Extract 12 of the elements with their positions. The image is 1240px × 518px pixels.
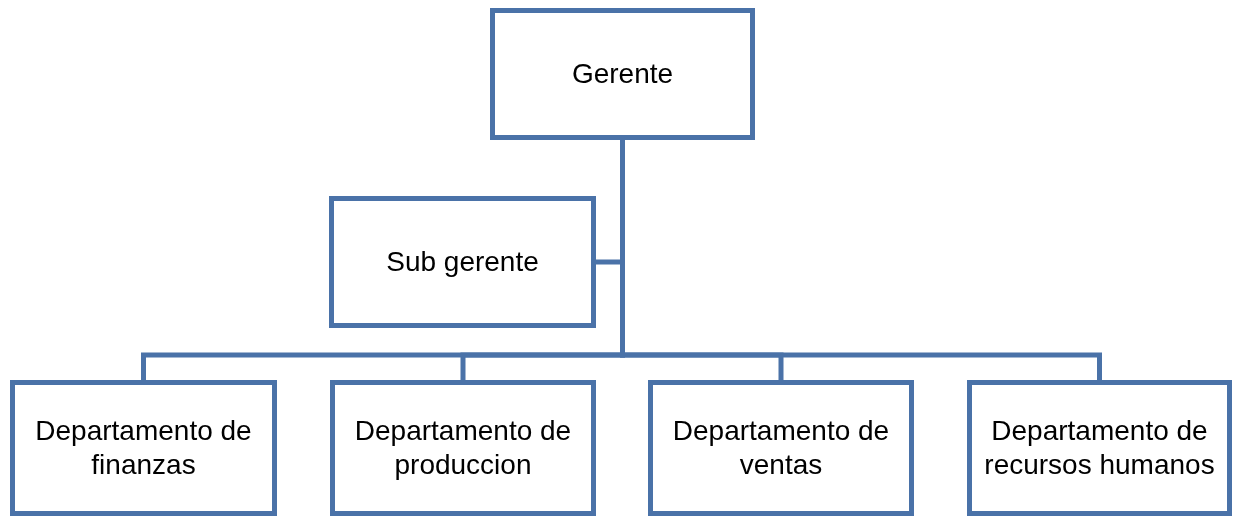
role-title: Departamento de finanzas: [34, 414, 253, 482]
role-title: Departamento de recursos humanos: [983, 414, 1216, 482]
org-box: [10, 380, 277, 516]
role-title: Sub gerente: [386, 245, 539, 279]
org-box: [648, 380, 914, 516]
org-box: [330, 380, 596, 516]
org-box: [329, 196, 596, 328]
role-title: Gerente: [571, 57, 674, 91]
role-title: Departamento de produccion: [353, 414, 573, 482]
org-box: [490, 8, 755, 140]
role-title: Departamento de ventas: [671, 414, 891, 482]
org-box: [967, 380, 1232, 516]
